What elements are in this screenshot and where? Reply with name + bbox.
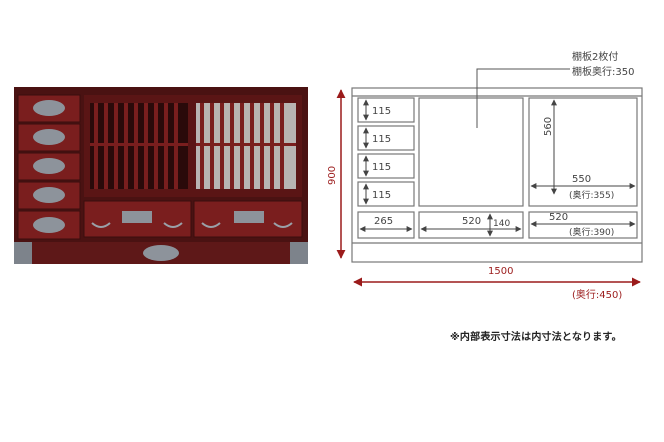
cabinet-photo: [14, 87, 308, 264]
outer-outline: [351, 87, 643, 263]
bottom-drawers: [83, 200, 303, 238]
overall-depth: (奥行:450): [572, 288, 622, 301]
internal-dimension-note: ※内部表示寸法は内寸法となります。: [450, 332, 622, 343]
drawer-3-height: 115: [372, 162, 391, 173]
callout-line1: 棚板2枚付: [572, 50, 618, 63]
drawer-4-height: 115: [372, 190, 391, 201]
cabinet-width: 550: [572, 174, 591, 185]
bottom-right-depth: (奥行:390): [569, 226, 614, 238]
bottom-left-width: 265: [374, 216, 393, 227]
drawer-2-height: 115: [372, 134, 391, 145]
callout-line2: 棚板奥行:350: [572, 65, 634, 78]
bottom-middle-height: 140: [493, 219, 510, 229]
bottom-right-width: 520: [549, 212, 568, 223]
cabinet-height: 560: [543, 117, 554, 136]
sliding-doors: [84, 95, 302, 197]
drawer-1-height: 115: [372, 106, 391, 117]
overall-width: 1500: [488, 266, 513, 277]
cabinet-depth: (奥行:355): [569, 189, 614, 201]
left-drawer-stack: [17, 94, 81, 240]
overall-height: 900: [327, 166, 338, 185]
bottom-middle-width: 520: [462, 216, 481, 227]
